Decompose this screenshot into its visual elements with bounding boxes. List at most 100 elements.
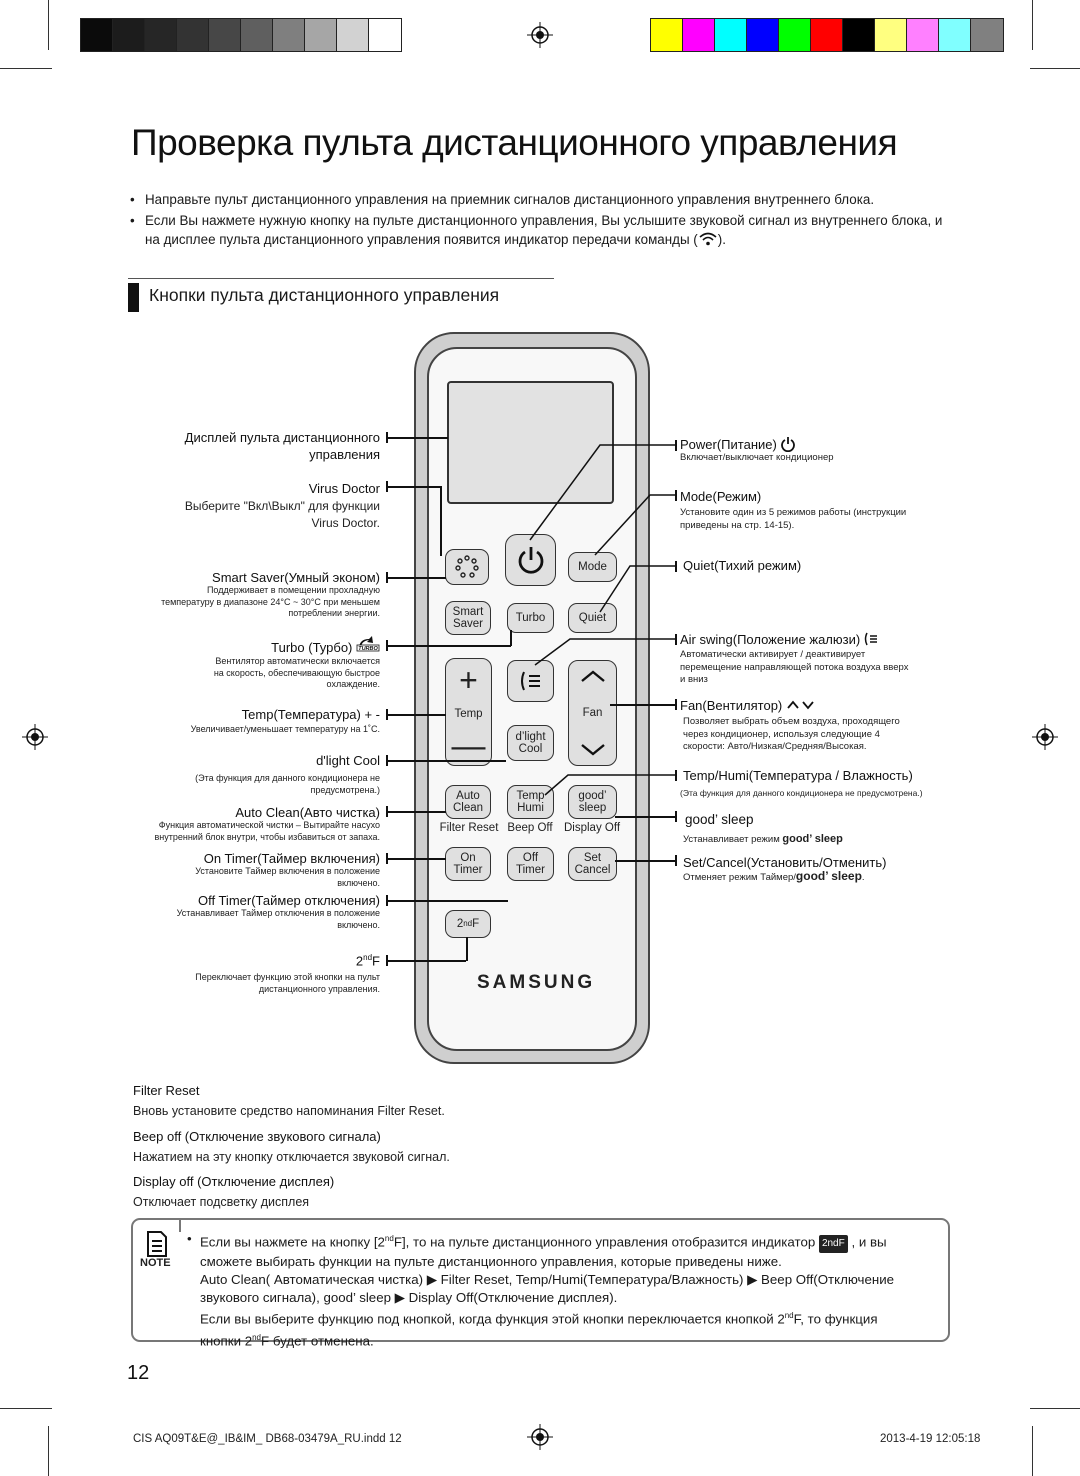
temp-rocker[interactable]: + Temp — (445, 658, 492, 766)
label-auto-clean: Auto Clean(Авто чистка) Функция автомати… (154, 805, 380, 842)
color-swatch (907, 19, 939, 51)
color-swatch (747, 19, 779, 51)
page-title: Проверка пульта дистанционного управлени… (131, 122, 898, 163)
instruction-item: Направьте пульт дистанционного управлени… (128, 190, 958, 209)
instruction-item: Если Вы нажмете нужную кнопку на пульте … (128, 211, 958, 249)
display-off-label: Display Off (563, 822, 621, 834)
label-temp-humi: Temp/Humi(Температура / Влажность) (Эта … (680, 768, 923, 798)
color-swatch (779, 19, 811, 51)
virus-doctor-icon (455, 555, 479, 578)
gray-swatch (305, 19, 337, 51)
beep-off-label: Beep Off (507, 822, 553, 834)
color-swatch (683, 19, 715, 51)
gray-swatch (337, 19, 369, 51)
mode-connector (594, 494, 675, 556)
page-number: 12 (127, 1362, 150, 1384)
label-virus-doctor: Virus Doctor Выберите "Вкл\Выкл" для фун… (184, 481, 380, 530)
crop-mark (1030, 68, 1080, 69)
note-divider (179, 1218, 181, 1232)
chevron-up-icon (580, 670, 605, 682)
gray-swatch (209, 19, 241, 51)
gray-swatch (81, 19, 113, 51)
crop-mark (48, 1426, 49, 1476)
crop-mark (1032, 0, 1033, 50)
quiet-button[interactable]: Quiet (568, 603, 617, 633)
power-connector (529, 444, 675, 541)
color-swatch (875, 19, 907, 51)
gray-swatch (177, 19, 209, 51)
label-power: Power(Питание) Включает/выключает кондиц… (680, 437, 834, 463)
registration-mark-icon (1032, 724, 1058, 750)
chevron-down-icon (580, 744, 605, 756)
crop-mark (1032, 1426, 1033, 1476)
swing-connector (534, 638, 675, 666)
good-sleep-button[interactable]: good’sleep (568, 785, 617, 819)
color-swatch (843, 19, 875, 51)
label-turbo: Turbo (Турбо) TURBO Вентилятор автоматич… (214, 636, 380, 691)
note-text: • Если вы нажмете на кнопку [2ndF], то н… (187, 1231, 895, 1349)
crop-mark (1030, 1408, 1080, 1409)
label-set-cancel: Set/Cancel(Установить/Отменить) Отменяет… (683, 855, 887, 883)
minus-icon: — (451, 727, 486, 765)
color-calibration-bar (650, 18, 1004, 52)
transmission-indicator-icon (699, 232, 717, 246)
grayscale-calibration-bar (80, 18, 402, 52)
gray-swatch (145, 19, 177, 51)
registration-mark-icon (527, 22, 553, 48)
remote-display (447, 381, 614, 504)
brand-logo: SAMSUNG (477, 972, 596, 993)
label-display: Дисплей пульта дистанционного управления (184, 430, 380, 462)
fan-rocker[interactable]: Fan (568, 660, 617, 766)
label-smart-saver: Smart Saver(Умный эконом) Поддерживает в… (161, 570, 380, 618)
color-swatch (651, 19, 683, 51)
temp-humi-connector (544, 774, 675, 796)
beep-off-info: Beep off (Отключение звукового сигнала) … (133, 1129, 450, 1164)
label-quiet: Quiet(Тихий режим) (683, 558, 802, 573)
air-swing-button[interactable] (507, 660, 554, 702)
display-off-info: Display off (Отключение дисплея) Отключа… (133, 1174, 335, 1209)
section-marker (128, 283, 139, 312)
power-button[interactable] (505, 534, 556, 586)
gray-swatch (273, 19, 305, 51)
section-header: Кнопки пульта дистанционного управления (128, 278, 554, 312)
svg-text:TURBO: TURBO (358, 646, 378, 652)
virus-doctor-button[interactable] (445, 549, 489, 585)
crop-mark (48, 0, 49, 50)
label-on-timer: On Timer(Таймер включения) Установите Та… (195, 851, 380, 888)
section-title: Кнопки пульта дистанционного управления (149, 285, 500, 305)
footer-file-info: CIS AQ09T&E@_IB&IM_ DB68-03479A_RU.indd … (133, 1433, 402, 1445)
label-good-sleep: good’ sleep Устанавливает режим good’ sl… (683, 812, 843, 845)
label-off-timer: Off Timer(Таймер отключения) Устанавлива… (176, 893, 380, 930)
label-temp: Temp(Температура) + - Увеличивает/уменьш… (190, 707, 380, 734)
footer-timestamp: 2013-4-19 12:05:18 (880, 1433, 981, 1445)
label-second-function: 2ndF Переключает функцию этой кнопки на … (195, 953, 380, 994)
plus-icon: + (459, 662, 478, 698)
gray-swatch (241, 19, 273, 51)
turbo-button[interactable]: Turbo (507, 603, 554, 633)
quiet-connector (599, 565, 676, 613)
power-icon (518, 547, 543, 574)
instruction-list: Направьте пульт дистанционного управлени… (128, 190, 958, 251)
crop-mark (0, 1408, 52, 1409)
gray-swatch (113, 19, 145, 51)
label-fan: Fan(Вентилятор) Позволяет выбрать объем … (680, 698, 900, 752)
color-swatch (811, 19, 843, 51)
note-box (131, 1218, 950, 1342)
label-mode: Mode(Режим) Установите один из 5 режимов… (680, 489, 907, 531)
registration-mark-icon (527, 1424, 553, 1450)
mode-button[interactable]: Mode (568, 552, 617, 582)
label-dlight: d'light Cool (Эта функция для данного ко… (195, 753, 380, 795)
turbo-icon: TURBO (356, 636, 380, 652)
filter-reset-info: Filter Reset Вновь установите средство н… (133, 1083, 445, 1118)
air-swing-icon (520, 671, 540, 691)
filter-reset-label: Filter Reset (439, 822, 499, 834)
color-swatch (939, 19, 971, 51)
